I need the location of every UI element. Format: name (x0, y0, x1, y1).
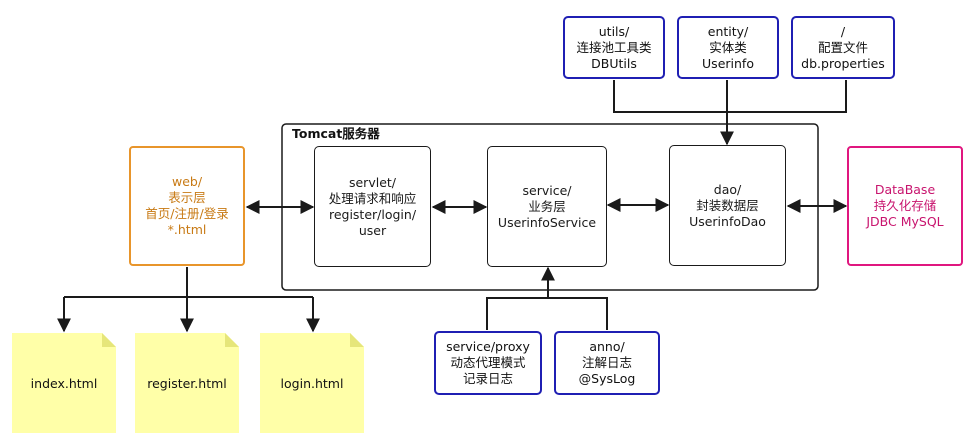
web-line-3: 首页/注册/登录 (145, 206, 229, 221)
config-node[interactable]: / 配置文件 db.properties (791, 16, 895, 79)
database-line-2: 持久化存储 (873, 198, 937, 213)
anno-line-1: anno/ (589, 339, 625, 354)
config-line-2: 配置文件 (817, 39, 868, 55)
entity-line-3: Userinfo (702, 55, 754, 71)
anno-line-2: 注解日志 (581, 355, 632, 370)
dao-line-1: dao/ (713, 181, 742, 197)
servlet-line-1: servlet/ (348, 174, 396, 190)
note-register[interactable]: register.html (147, 375, 227, 391)
servlet-node[interactable]: servlet/ 处理请求和响应 register/login/ user (314, 146, 431, 267)
tomcat-label: Tomcat服务器 (292, 126, 380, 141)
database-line-3: JDBC MySQL (866, 214, 944, 229)
dao-line-2: 封装数据层 (696, 197, 759, 213)
database-node[interactable]: DataBase 持久化存储 JDBC MySQL (847, 146, 963, 266)
note-index-shape (12, 333, 116, 433)
utils-node[interactable]: utils/ 连接池工具类 DBUtils (563, 16, 665, 79)
service-node[interactable]: service/ 业务层 UserinfoService (487, 146, 607, 267)
web-line-2: 表示层 (168, 190, 206, 205)
service-line-2: 业务层 (528, 198, 566, 214)
note-index[interactable]: index.html (30, 375, 98, 391)
web-line-4: *.html (167, 222, 207, 237)
config-line-3: db.properties (801, 55, 885, 71)
entity-line-2: 实体类 (709, 39, 747, 55)
dao-line-3: UserinfoDao (689, 213, 766, 229)
servlet-line-2: 处理请求和响应 (328, 190, 417, 206)
proxy-line-2: 动态代理模式 (450, 355, 526, 370)
service-line-3: UserinfoService (497, 214, 597, 230)
servlet-line-3: register/login/ (328, 206, 417, 222)
connector-utils (613, 80, 847, 113)
servlet-line-4: user (358, 222, 387, 238)
dao-node[interactable]: dao/ 封装数据层 UserinfoDao (669, 145, 786, 266)
proxy-node[interactable]: service/proxy 动态代理模式 记录日志 (434, 331, 542, 395)
note-login-shape (260, 333, 364, 433)
proxy-line-3: 记录日志 (462, 371, 513, 386)
service-line-1: service/ (522, 182, 572, 198)
proxy-line-1: service/proxy (446, 339, 530, 354)
utils-line-1: utils/ (598, 23, 630, 39)
utils-line-2: 连接池工具类 (576, 39, 652, 55)
note-login[interactable]: login.html (280, 375, 344, 391)
web-node[interactable]: web/ 表示层 首页/注册/登录 *.html (129, 146, 245, 266)
entity-node[interactable]: entity/ 实体类 Userinfo (677, 16, 779, 79)
config-line-1: / (840, 23, 846, 39)
utils-line-3: DBUtils (591, 55, 637, 71)
note-register-shape (135, 333, 239, 433)
entity-line-1: entity/ (707, 23, 749, 39)
anno-line-3: @SysLog (578, 371, 636, 386)
anno-node[interactable]: anno/ 注解日志 @SysLog (554, 331, 660, 395)
web-line-1: web/ (171, 174, 203, 189)
database-line-1: DataBase (874, 182, 936, 197)
connector-proxy-anno (486, 297, 608, 330)
